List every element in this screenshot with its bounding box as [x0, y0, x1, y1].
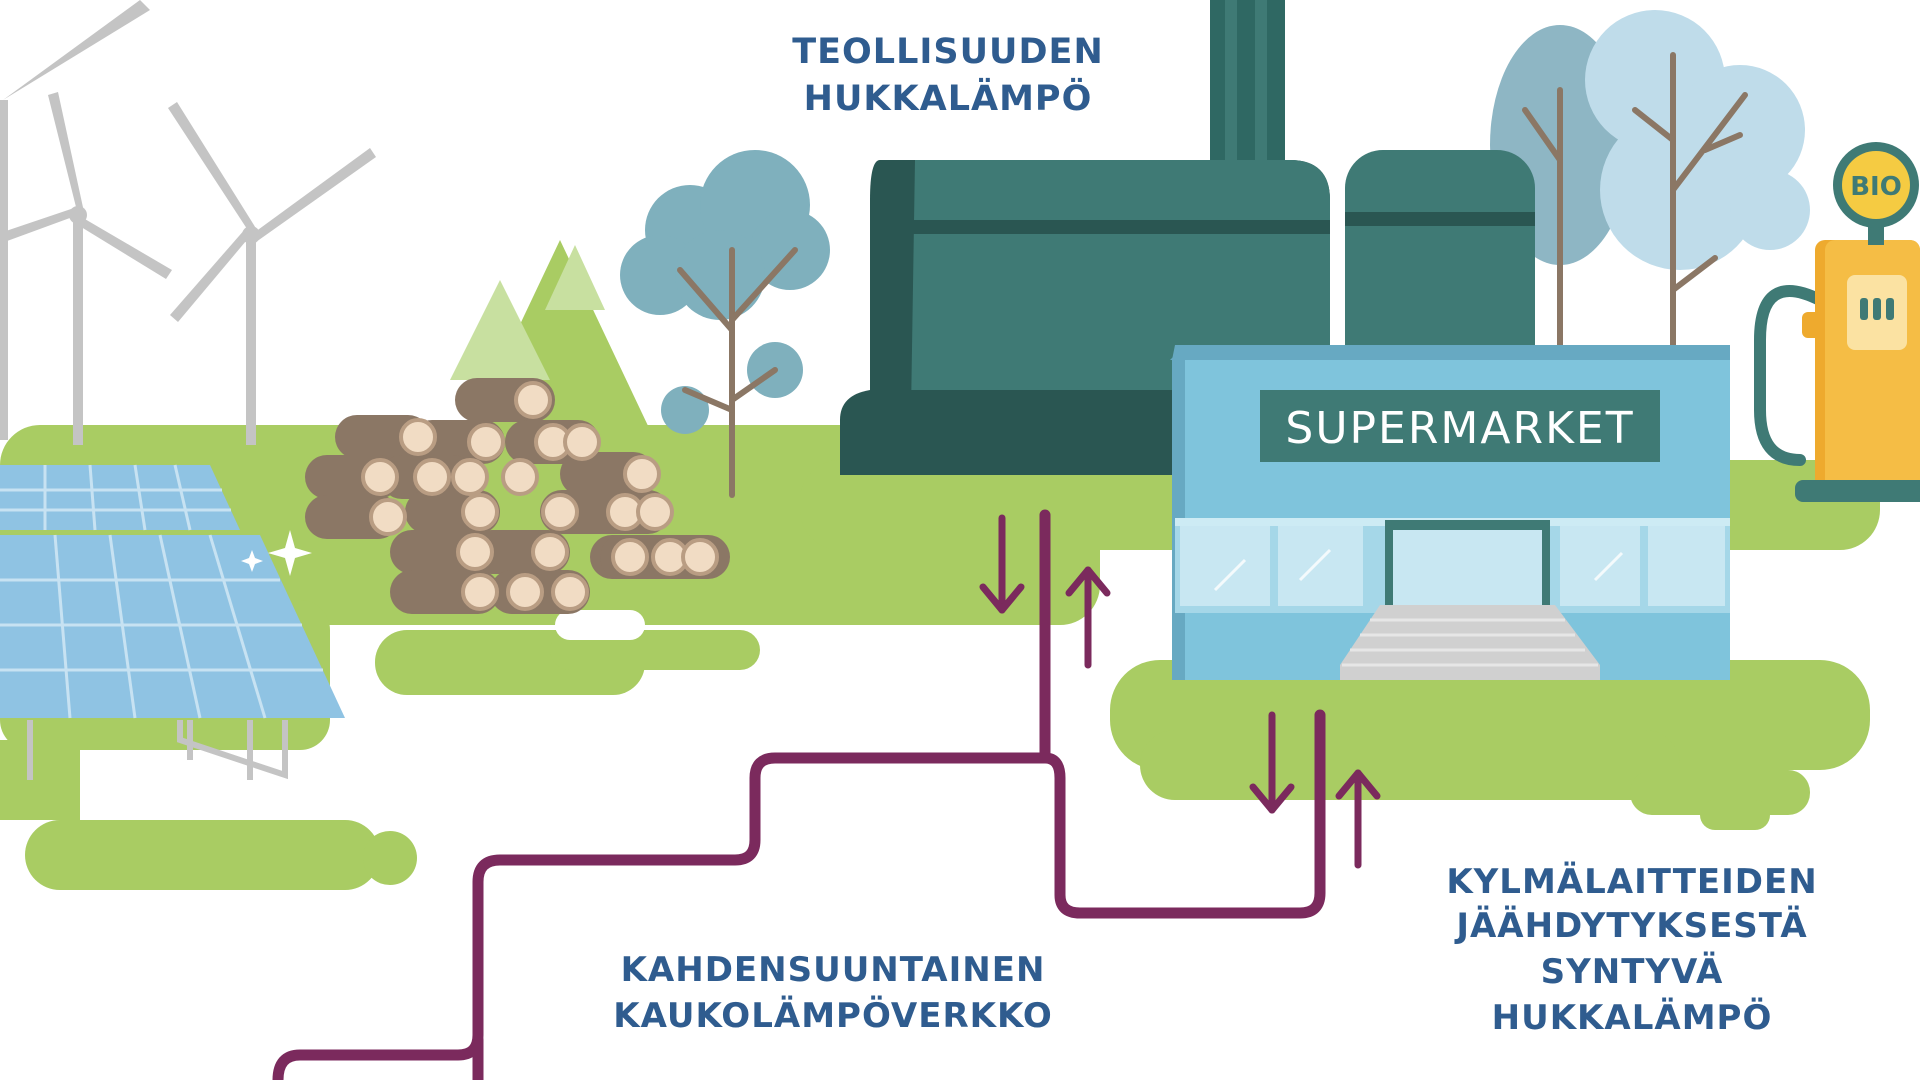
label-line: KAHDENSUUNTAINEN — [621, 950, 1046, 990]
label-line: KYLMÄLAITTEIDEN — [1446, 861, 1817, 902]
label-line: HUKKALÄMPÖ — [1492, 997, 1773, 1038]
label-district-heating-network: KAHDENSUUNTAINEN KAUKOLÄMPÖVERKKO — [613, 950, 1052, 1036]
heat-flow-arrow-icon — [979, 514, 1381, 869]
label-line: KAUKOLÄMPÖVERKKO — [613, 995, 1052, 1036]
label-line: HUKKALÄMPÖ — [804, 77, 1093, 119]
tree-icon — [620, 150, 830, 498]
bio-fuel-pump-icon: BIO — [1754, 142, 1920, 502]
supermarket-icon: SUPERMARKET — [1170, 345, 1730, 680]
tree-icon — [1490, 10, 1810, 348]
bio-label: BIO — [1850, 172, 1902, 202]
ground-gaps — [555, 610, 645, 640]
label-line: JÄÄHDYTYKSESTÄ — [1454, 905, 1807, 946]
solar-panel-icon — [0, 464, 345, 780]
supermarket-sign: SUPERMARKET — [1285, 403, 1634, 454]
label-line: TEOLLISUUDEN — [792, 32, 1103, 72]
label-line: SYNTYVÄ — [1541, 951, 1724, 992]
label-refrigeration-waste-heat: KYLMÄLAITTEIDEN JÄÄHDYTYKSESTÄ SYNTYVÄ H… — [1446, 861, 1817, 1038]
district-heating-pipe — [272, 509, 1326, 1080]
firewood-icon — [305, 378, 730, 614]
wind-turbine-icon — [0, 0, 376, 445]
label-industrial-waste-heat: TEOLLISUUDEN HUKKALÄMPÖ — [792, 32, 1103, 119]
